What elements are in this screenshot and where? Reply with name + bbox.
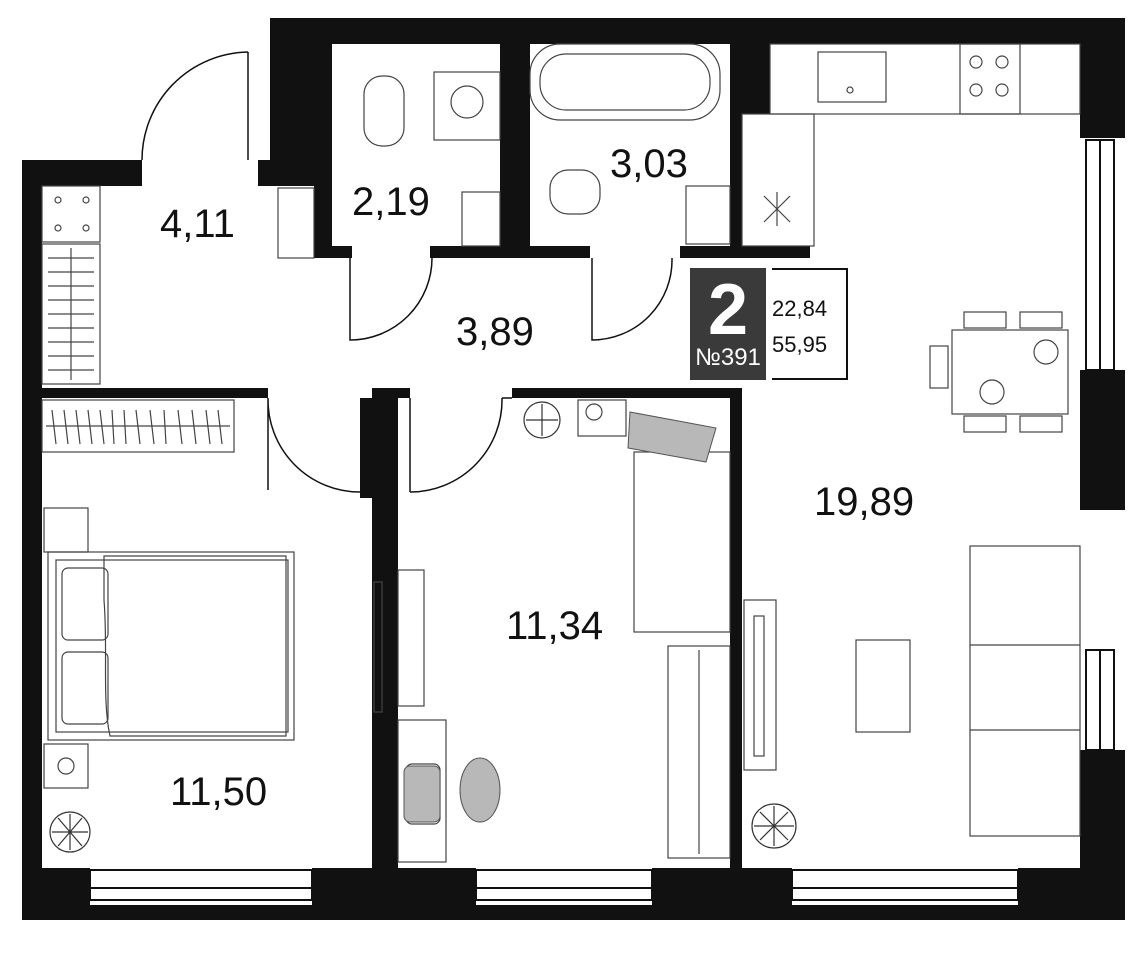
plant-icon <box>49 401 797 853</box>
windows <box>89 139 1115 901</box>
total-area: 55,95 <box>772 332 828 357</box>
furniture <box>41 43 1081 863</box>
wardrobe-hangers <box>51 409 223 445</box>
room-area-wc: 2,19 <box>352 180 430 224</box>
room-area-bedroom-2: 11,34 <box>506 604 604 648</box>
room-area-bedroom-1: 11,50 <box>170 770 268 814</box>
rooms-count: 2 <box>707 270 749 350</box>
furniture-fills <box>403 411 717 823</box>
room-area-hall: 4,11 <box>160 202 235 246</box>
room-area-kitchen-living: 19,89 <box>814 480 915 524</box>
area-summary: 22,84 55,95 <box>772 268 848 380</box>
room-area-bathroom: 3,03 <box>610 142 688 186</box>
room-area-corridor: 3,89 <box>456 310 534 354</box>
apartment-number: №391 <box>695 344 761 371</box>
doors <box>141 51 673 493</box>
hall-wardrobe-hangers <box>48 257 94 371</box>
walls <box>22 18 1125 920</box>
apartment-badge: 2 №391 <box>690 268 766 380</box>
living-area: 22,84 <box>772 296 828 321</box>
